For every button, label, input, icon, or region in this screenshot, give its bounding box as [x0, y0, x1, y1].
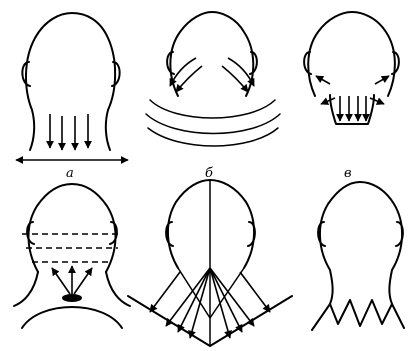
panel-f — [312, 182, 404, 330]
arrow-outward — [321, 98, 335, 104]
neck-cut — [330, 95, 374, 124]
head-outline — [308, 12, 395, 96]
side-arrow — [150, 272, 180, 312]
neck-curve — [148, 128, 278, 146]
panel-a: а — [16, 13, 128, 181]
head-outline — [26, 13, 115, 110]
neck-left — [30, 110, 34, 150]
neck-right — [106, 272, 130, 306]
panel-v: в — [304, 12, 399, 181]
panel-b: б — [146, 12, 280, 181]
neck-left — [330, 270, 333, 304]
neck-right — [389, 270, 392, 304]
head-outline — [28, 184, 115, 272]
panel-e — [128, 180, 292, 346]
panel-caption: а — [66, 166, 74, 181]
head-outline — [320, 182, 402, 270]
fan-arrow — [210, 268, 254, 326]
head-outline — [168, 180, 254, 268]
arrow-outward — [316, 76, 330, 84]
panel-d — [14, 184, 130, 328]
panel-caption: в — [344, 166, 352, 181]
panel-caption: б — [205, 166, 213, 181]
shoulder-curve — [22, 307, 122, 328]
nape-point — [62, 294, 82, 302]
zigzag-neckline — [312, 300, 404, 330]
arrow-up — [52, 268, 70, 294]
neck-curve — [146, 114, 280, 134]
neck-curve — [150, 100, 275, 118]
side-arrow — [240, 272, 270, 312]
neck-left — [14, 272, 38, 306]
arrow-outward — [370, 98, 384, 104]
fan-arrow — [166, 268, 210, 326]
ear-left — [318, 222, 325, 246]
arc-arrow — [228, 58, 254, 86]
arrow-up — [74, 268, 92, 294]
neck-right — [106, 110, 110, 150]
ear-left — [166, 222, 173, 246]
arrow-outward — [375, 76, 389, 84]
arc-arrow — [170, 58, 196, 86]
